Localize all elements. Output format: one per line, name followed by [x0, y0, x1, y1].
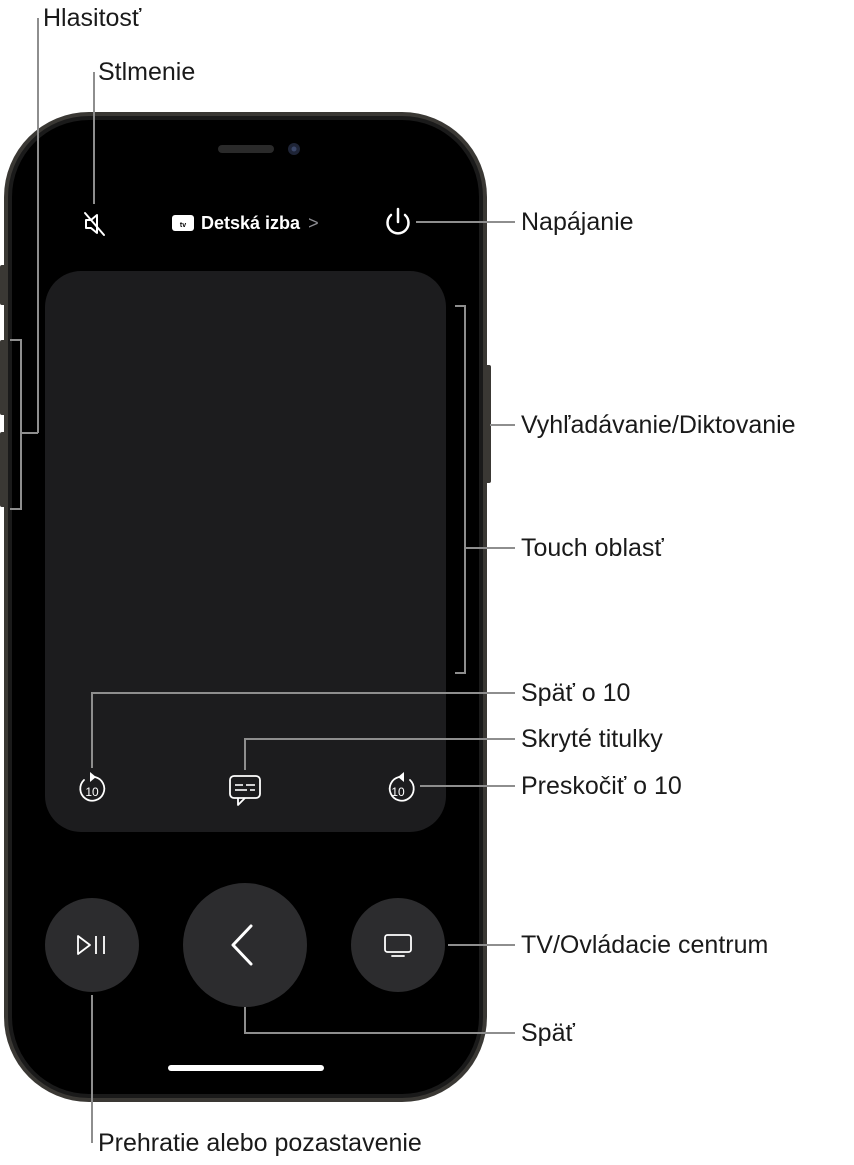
- svg-text:tv: tv: [180, 222, 186, 229]
- chevron-left-icon: [231, 924, 253, 966]
- device-selector[interactable]: Detská izba >: [201, 211, 319, 235]
- touch-area[interactable]: [45, 271, 446, 832]
- back-button[interactable]: [183, 883, 307, 1007]
- speaker-muted-icon[interactable]: [84, 212, 105, 236]
- earpiece-speaker: [218, 145, 274, 153]
- tv-icon: [384, 934, 412, 957]
- callout-mute: Stlmenie: [98, 58, 196, 86]
- callout-power: Napájanie: [521, 208, 634, 236]
- closed-captions-icon[interactable]: [229, 775, 261, 806]
- skip-forward-10-icon[interactable]: 10: [388, 772, 415, 802]
- device-name: Detská izba: [201, 213, 301, 233]
- skip-back-10-icon[interactable]: 10: [79, 772, 106, 802]
- play-pause-button[interactable]: [45, 898, 139, 992]
- callout-skip-back: Späť o 10: [521, 679, 631, 707]
- callout-skip-forward: Preskočiť o 10: [521, 772, 682, 800]
- callout-play-pause: Prehratie alebo pozastavenie: [98, 1129, 422, 1157]
- callout-touch: Touch oblasť: [521, 534, 664, 562]
- callout-search: Vyhľadávanie/Diktovanie: [521, 411, 796, 439]
- svg-text:10: 10: [391, 785, 405, 799]
- callout-captions: Skryté titulky: [521, 725, 663, 753]
- chevron-right-icon: >: [308, 213, 319, 233]
- callout-lines: [10, 18, 515, 1143]
- power-icon[interactable]: [386, 207, 410, 235]
- apple-tv-icon: tv: [172, 215, 194, 231]
- svg-text:10: 10: [85, 785, 99, 799]
- play-pause-icon: [77, 935, 105, 955]
- callout-volume: Hlasitosť: [43, 4, 142, 32]
- home-indicator: [168, 1065, 324, 1071]
- callout-back: Späť: [521, 1019, 575, 1047]
- callout-tv: TV/Ovládacie centrum: [521, 931, 769, 959]
- tv-button[interactable]: [351, 898, 445, 992]
